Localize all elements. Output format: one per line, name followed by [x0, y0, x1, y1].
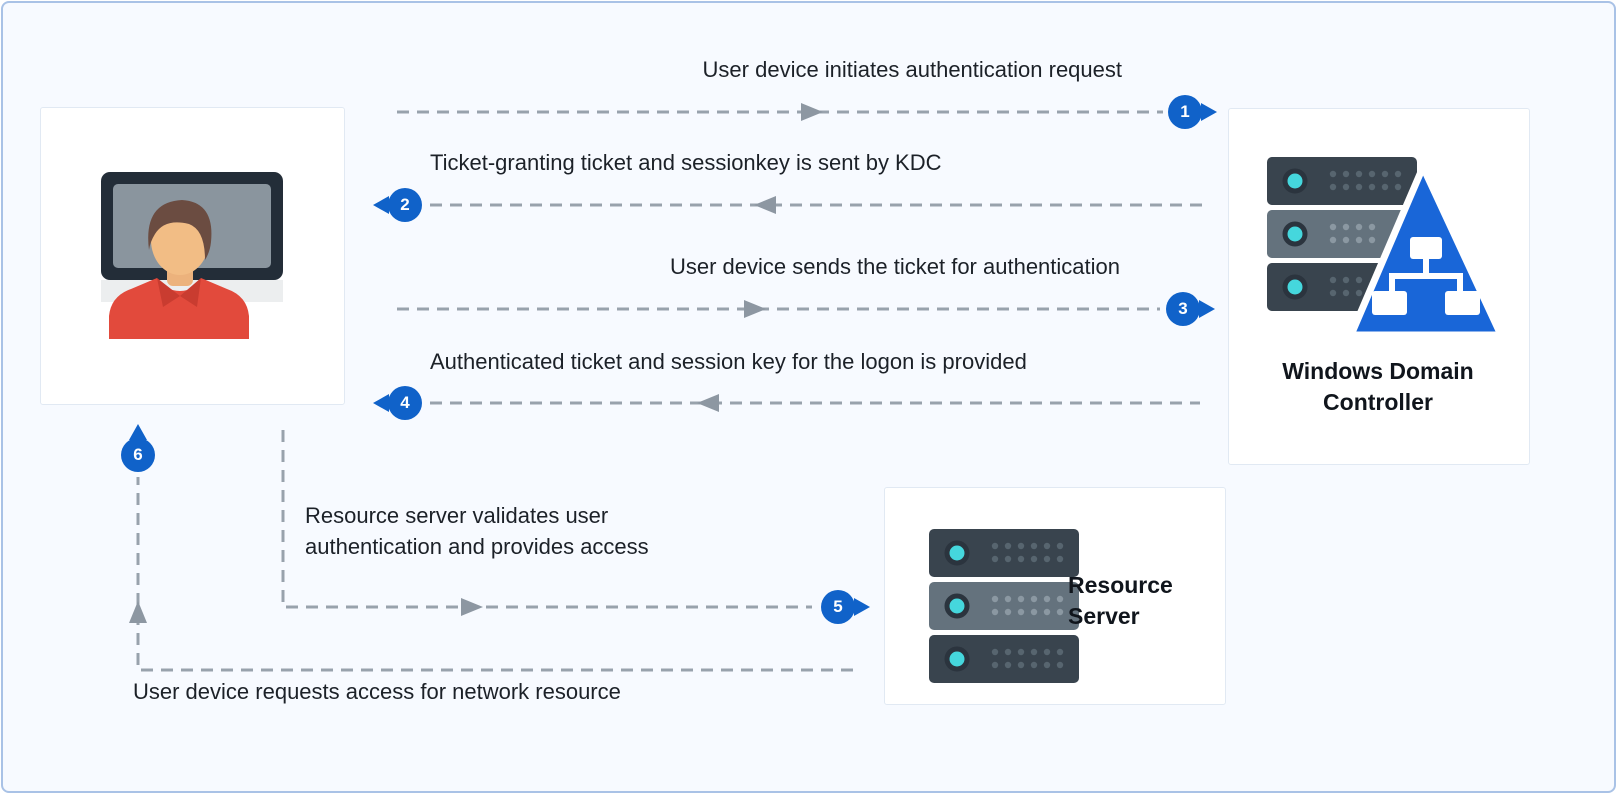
domain-controller-card [1228, 108, 1530, 465]
step5-number: 5 [833, 597, 843, 616]
step5-badge: 5 [821, 590, 855, 624]
step2-badge: 2 [388, 188, 422, 222]
resource-server-label: Resource Server [1068, 572, 1173, 629]
network-tree-icon [1372, 237, 1480, 315]
step2-number: 2 [400, 195, 410, 214]
user-device-card [40, 107, 345, 405]
step6-label: User device requests access for network … [133, 679, 621, 704]
step4-badge: 4 [388, 386, 422, 420]
resource-server-card [884, 487, 1226, 705]
domain-controller-label: Windows Domain Controller [1282, 358, 1474, 415]
user-device-icon [101, 172, 283, 339]
step3-label: User device sends the ticket for authent… [669, 254, 1120, 279]
step4-label: Authenticated ticket and session key for… [430, 349, 1027, 374]
domain-controller-icon [1267, 157, 1505, 339]
step6-number: 6 [133, 445, 143, 464]
step1-number: 1 [1180, 102, 1190, 121]
step5-label: Resource server validates user authentic… [305, 503, 649, 559]
step2-label: Ticket-granting ticket and sessionkey is… [430, 150, 942, 175]
step6-badge: 6 [121, 438, 155, 472]
resource-server-icon [929, 529, 1079, 683]
step1-badge: 1 [1168, 95, 1202, 129]
step1-label: User device initiates authentication req… [702, 57, 1122, 82]
step3-number: 3 [1178, 299, 1188, 318]
step3-badge: 3 [1166, 292, 1200, 326]
step4-number: 4 [400, 393, 410, 412]
